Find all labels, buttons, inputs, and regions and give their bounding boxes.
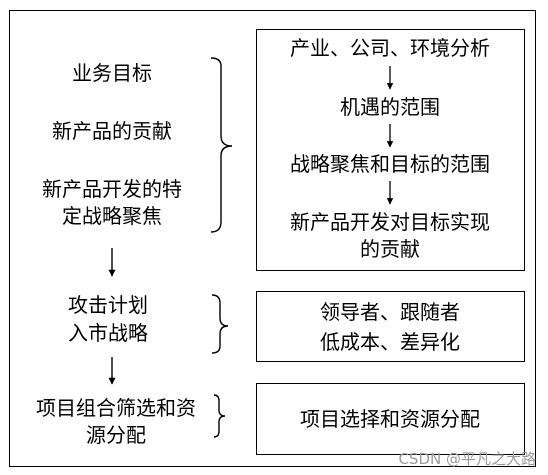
industry-analysis-label: 产业、公司、环境分析 [290, 36, 490, 60]
outer-frame [9, 10, 536, 467]
npd-contribution-line2: 的贡献 [360, 237, 420, 261]
brace-group3 [213, 394, 226, 438]
npd-strategy-focus-line1: 新产品开发的特 [42, 177, 182, 201]
attack-plan-line1: 攻击计划 [68, 293, 148, 317]
watermark: CSDN @平凡之大路 [398, 450, 536, 468]
market-strategy-box [256, 291, 525, 362]
portfolio-screening-line1: 项目组合筛选和资 [36, 396, 196, 420]
low-cost-differentiation-label: 低成本、差异化 [320, 330, 460, 354]
business-goal-label: 业务目标 [72, 61, 152, 85]
brace-group2 [211, 294, 229, 354]
leader-follower-label: 领导者、跟随者 [320, 300, 460, 324]
analysis-flow-box [256, 29, 525, 271]
npd-strategy-focus-line2: 定战略聚焦 [62, 204, 162, 228]
npd-contribution-line1: 新产品开发对目标实现 [290, 210, 490, 234]
opportunity-scope-label: 机遇的范围 [340, 95, 440, 119]
project-selection-box [256, 383, 525, 455]
attack-plan-line2: 入市战略 [68, 321, 148, 345]
project-selection-label: 项目选择和资源分配 [300, 407, 480, 431]
brace-group1 [210, 57, 233, 233]
portfolio-screening-line2: 源分配 [86, 423, 146, 447]
strategy-goal-scope-label: 战略聚焦和目标的范围 [290, 152, 490, 176]
new-product-contribution-label: 新产品的贡献 [52, 119, 172, 143]
